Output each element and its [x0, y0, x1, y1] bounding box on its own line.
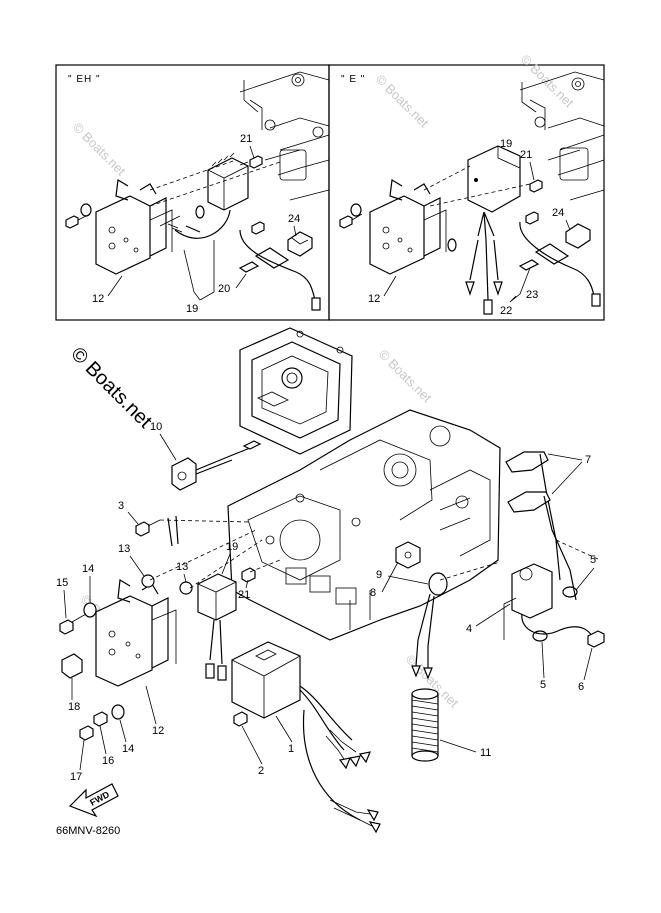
callout-19: 19: [226, 541, 238, 553]
callout-6: 6: [578, 681, 584, 693]
callout-e-12: 12: [368, 293, 380, 305]
callout-17: 17: [70, 771, 82, 783]
inset-eh-artwork: [65, 71, 330, 311]
callout-4: 4: [466, 623, 472, 635]
callout-e-22: 22: [500, 305, 512, 317]
inset-eh-frame: [55, 64, 330, 321]
spring-sleeve: [411, 688, 439, 762]
watermark-main: © Boats.net: [66, 343, 156, 433]
callout-2: 2: [258, 765, 264, 777]
callout-18: 18: [68, 701, 80, 713]
callout-11: 11: [480, 747, 491, 759]
callout-eh-20: 20: [218, 283, 230, 295]
callout-13a: 13: [118, 543, 130, 555]
callout-3: 3: [118, 500, 124, 512]
callout-e-19: 19: [500, 138, 512, 150]
watermark-1: © Boats.net: [70, 120, 129, 179]
callout-21: 21: [238, 589, 250, 601]
callout-10: 10: [150, 421, 162, 433]
callout-14a: 14: [82, 563, 94, 575]
callout-eh-24: 24: [288, 213, 300, 225]
watermark-2: © Boats.net: [373, 72, 432, 131]
callout-14b: 14: [122, 743, 134, 755]
callout-5b: 5: [540, 679, 546, 691]
callout-16: 16: [102, 755, 114, 767]
callout-eh-12: 12: [92, 293, 104, 305]
callout-eh-19: 19: [186, 303, 198, 315]
callout-e-21: 21: [520, 149, 532, 161]
callout-12: 12: [152, 725, 164, 737]
callout-8: 8: [370, 587, 376, 599]
callout-eh-21: 21: [240, 133, 252, 145]
callout-e-24: 24: [552, 207, 564, 219]
inset-e-frame: [328, 64, 605, 321]
callout-13b: 13: [176, 561, 188, 573]
inset-e-artwork: [339, 71, 605, 315]
callout-7: 7: [585, 454, 591, 466]
diagram-code: 66MNV-8260: [56, 825, 120, 837]
callout-9: 9: [376, 569, 382, 581]
watermark-4: © Boats.net: [376, 347, 435, 406]
callout-15: 15: [56, 577, 68, 589]
callout-1: 1: [288, 743, 294, 755]
main-artwork: [59, 327, 605, 834]
callout-e-23: 23: [526, 289, 538, 301]
inset-e-label: " E ": [341, 74, 365, 85]
callout-5a: 5: [590, 554, 596, 566]
inset-eh-label: " EH ": [68, 74, 101, 85]
fwd-arrow-icon: FWD: [68, 783, 119, 818]
